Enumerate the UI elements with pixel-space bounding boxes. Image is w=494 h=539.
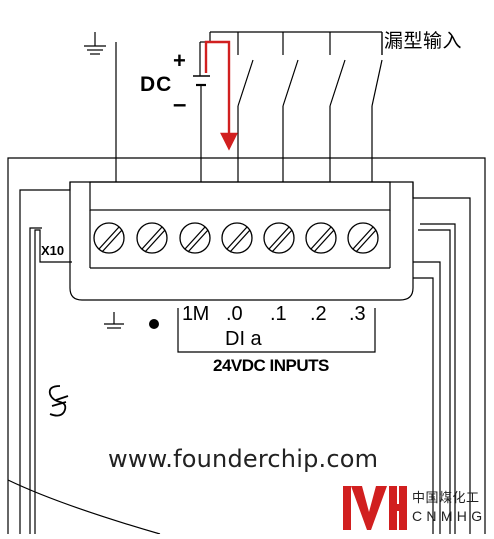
terminal-label-3: .3 xyxy=(349,303,366,325)
dc-source-label: DC xyxy=(140,73,173,96)
status-dot-icon xyxy=(149,319,159,329)
current-flow-arrow xyxy=(204,40,238,151)
si-logo-icon xyxy=(48,385,69,417)
switch-icon xyxy=(237,32,254,182)
terminal-label-1: .1 xyxy=(270,303,287,325)
positive-terminal-label: + xyxy=(173,48,186,73)
screw-terminal-icon xyxy=(179,222,211,254)
ground-icon xyxy=(104,312,124,329)
terminal-label-0: .0 xyxy=(226,303,243,325)
brand-logo xyxy=(343,486,407,530)
screw-terminal-icon xyxy=(305,222,337,254)
diagram-title: 漏型输入 xyxy=(384,30,463,52)
watermark-url: www.founderchip.com xyxy=(108,445,379,473)
ground-icon xyxy=(84,32,106,55)
screw-terminal-icon xyxy=(263,222,295,254)
switch-icon xyxy=(329,32,346,182)
label-frame xyxy=(177,308,376,353)
screw-terminal-icon xyxy=(347,222,379,254)
screw-terminal-icon xyxy=(136,222,168,254)
switch-icon xyxy=(371,32,383,182)
screw-terminals xyxy=(93,222,379,254)
terminal-label-1m: 1M xyxy=(182,303,209,325)
brand-name-en: CNMHG xyxy=(412,508,487,524)
negative-terminal-label: – xyxy=(173,91,187,118)
screw-terminal-icon xyxy=(93,222,125,254)
input-group-label: DI a xyxy=(225,328,262,350)
switch-icon xyxy=(282,32,299,182)
battery-icon xyxy=(193,41,210,182)
terminal-block xyxy=(69,181,414,301)
inputs-rating-label: 24VDC INPUTS xyxy=(213,356,329,375)
brand-name-cn: 中国煤化工 xyxy=(412,491,480,506)
connector-label: X10 xyxy=(41,243,65,258)
terminal-label-2: .2 xyxy=(310,303,327,325)
screw-terminal-icon xyxy=(221,222,253,254)
